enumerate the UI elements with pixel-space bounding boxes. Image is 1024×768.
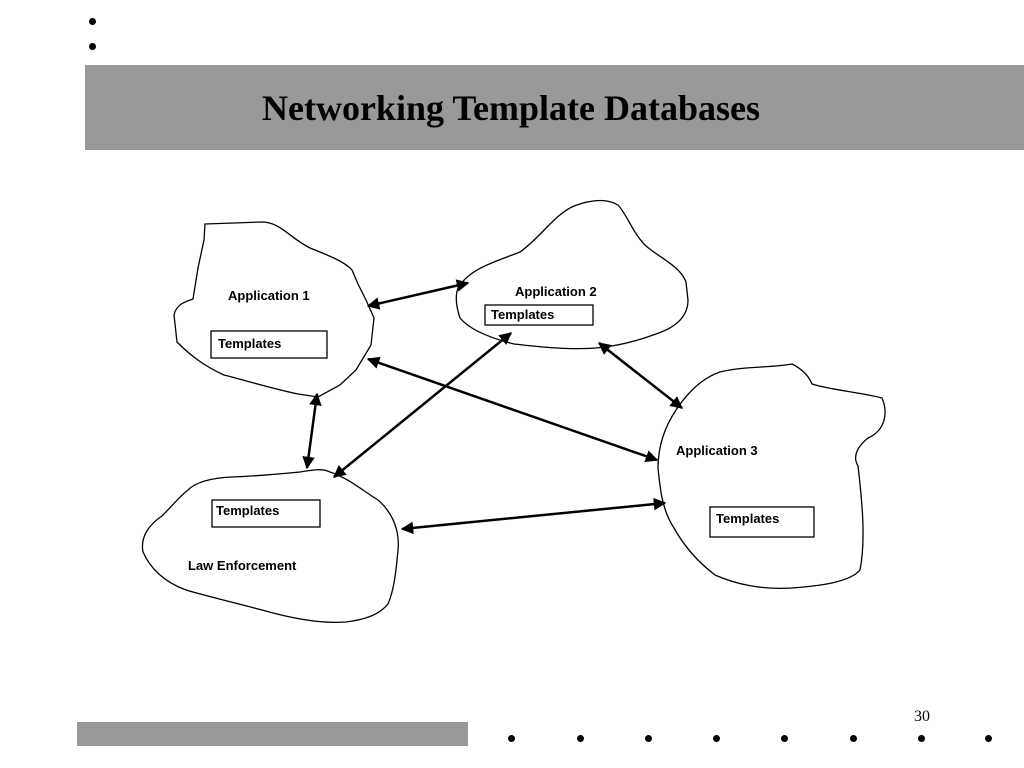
application-3-templates-box: [709, 506, 815, 538]
footer-bullet-4: [713, 735, 720, 742]
law-enforcement-cloud: [141, 469, 399, 624]
application-2-label: Application 2: [515, 284, 597, 299]
footer-bullet-6: [850, 735, 857, 742]
law-enforcement-templates-label: Templates: [216, 503, 279, 518]
link-app1-law: [302, 392, 322, 470]
footer-bullet-2: [577, 735, 584, 742]
application-1-label: Application 1: [228, 288, 310, 303]
application-2-templates-label: Templates: [491, 307, 554, 322]
link-app2-law: [333, 332, 512, 478]
application-1-templates-label: Templates: [218, 336, 281, 351]
footer-bullet-7: [918, 735, 925, 742]
application-2-cloud: [455, 199, 689, 350]
application-3-label: Application 3: [676, 443, 758, 458]
footer-bar: [77, 722, 468, 746]
application-2-templates-box: [484, 304, 594, 326]
law-enforcement-label: Law Enforcement: [188, 558, 297, 573]
application-1-cloud: [173, 221, 375, 398]
footer-bullet-1: [508, 735, 515, 742]
application-3-cloud: [657, 363, 886, 590]
link-law-app3: [400, 497, 667, 535]
top-bullet-1: [89, 18, 96, 25]
footer-bullet-8: [985, 735, 992, 742]
slide-title: Networking Template Databases: [261, 87, 760, 128]
application-1-templates-box: [210, 330, 328, 359]
page-number: 30: [914, 708, 930, 725]
application-3-templates-label: Templates: [716, 511, 779, 526]
top-bullet-2: [89, 43, 96, 50]
link-app1-app2: [366, 279, 470, 310]
footer-bullet-5: [781, 735, 788, 742]
footer-bullet-3: [645, 735, 652, 742]
link-app2-app3: [598, 342, 683, 409]
link-app1-app3: [366, 356, 659, 463]
law-enforcement-templates-box: [211, 499, 321, 528]
title-band: Networking Template Databases: [85, 65, 1024, 150]
